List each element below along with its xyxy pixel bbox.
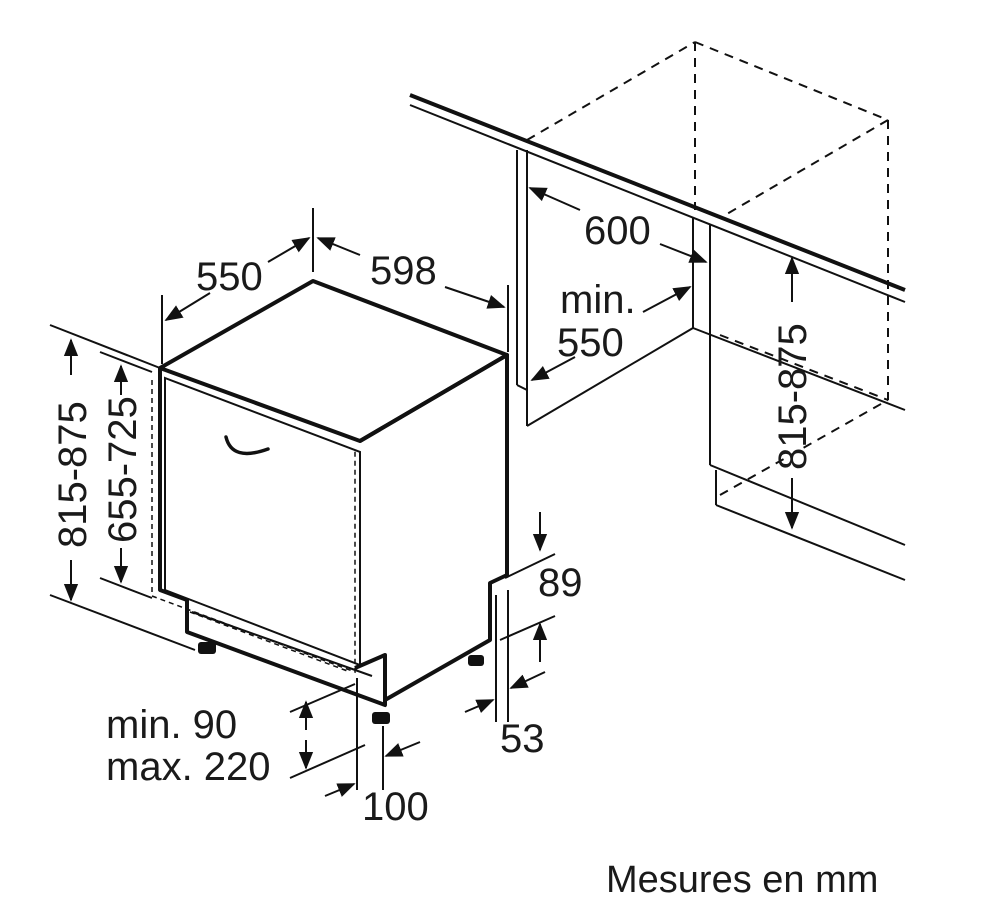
worktop-bottom-edge [409, 104, 906, 303]
door-outline-dashed [151, 380, 356, 674]
side-face [358, 353, 509, 702]
dim-width: 598 [370, 249, 437, 293]
arrow-100-left [324, 783, 356, 797]
dishwasher-body [151, 279, 509, 724]
units-note: Mesures en mm [606, 859, 878, 901]
niche-outline-dashed [526, 41, 889, 496]
dim-plinth-max: max. 220 [106, 745, 271, 789]
dim-niche-width: 600 [584, 209, 651, 253]
arrow-600-right [659, 243, 708, 263]
arrow-53-left [464, 699, 495, 713]
foot-front-left [198, 642, 216, 654]
dim-niche-height: 815-875 [771, 323, 815, 470]
right-cabinet-panel [692, 225, 906, 581]
arrow-100-right [384, 741, 421, 757]
arrow-depth-right [267, 237, 311, 263]
worktop-top-edge [409, 93, 906, 292]
dim-door-height: 655-725 [101, 396, 145, 543]
dim-niche-min-label: min. [560, 278, 636, 322]
dim-niche-min-value: 550 [557, 321, 624, 365]
door-panel [164, 376, 361, 667]
niche-cabinet: 600 min. 550 815-875 [409, 41, 906, 581]
dim-plinth-min: min. 90 [106, 703, 237, 747]
arrow-depth-left [164, 292, 211, 321]
foot-front-right [372, 712, 390, 724]
dim-depth: 550 [196, 255, 263, 299]
dim-foot-offset: 100 [362, 785, 429, 829]
arrow-width-right [444, 286, 506, 309]
left-cabinet-panel [516, 150, 694, 427]
arrow-600-left [528, 187, 581, 211]
door-handle [224, 435, 270, 456]
foot-back-right [468, 655, 484, 666]
top-face [158, 279, 509, 443]
arrow-width-left [316, 237, 361, 256]
dim-plinth-depth: 53 [500, 717, 545, 761]
arrow-53-right [509, 671, 546, 689]
dim-plinth-top: 89 [538, 561, 583, 605]
front-outline [158, 368, 387, 707]
dim-overall-height: 815-875 [51, 401, 95, 548]
arrow-550-right [642, 286, 692, 313]
arrow-550-left [530, 356, 576, 381]
